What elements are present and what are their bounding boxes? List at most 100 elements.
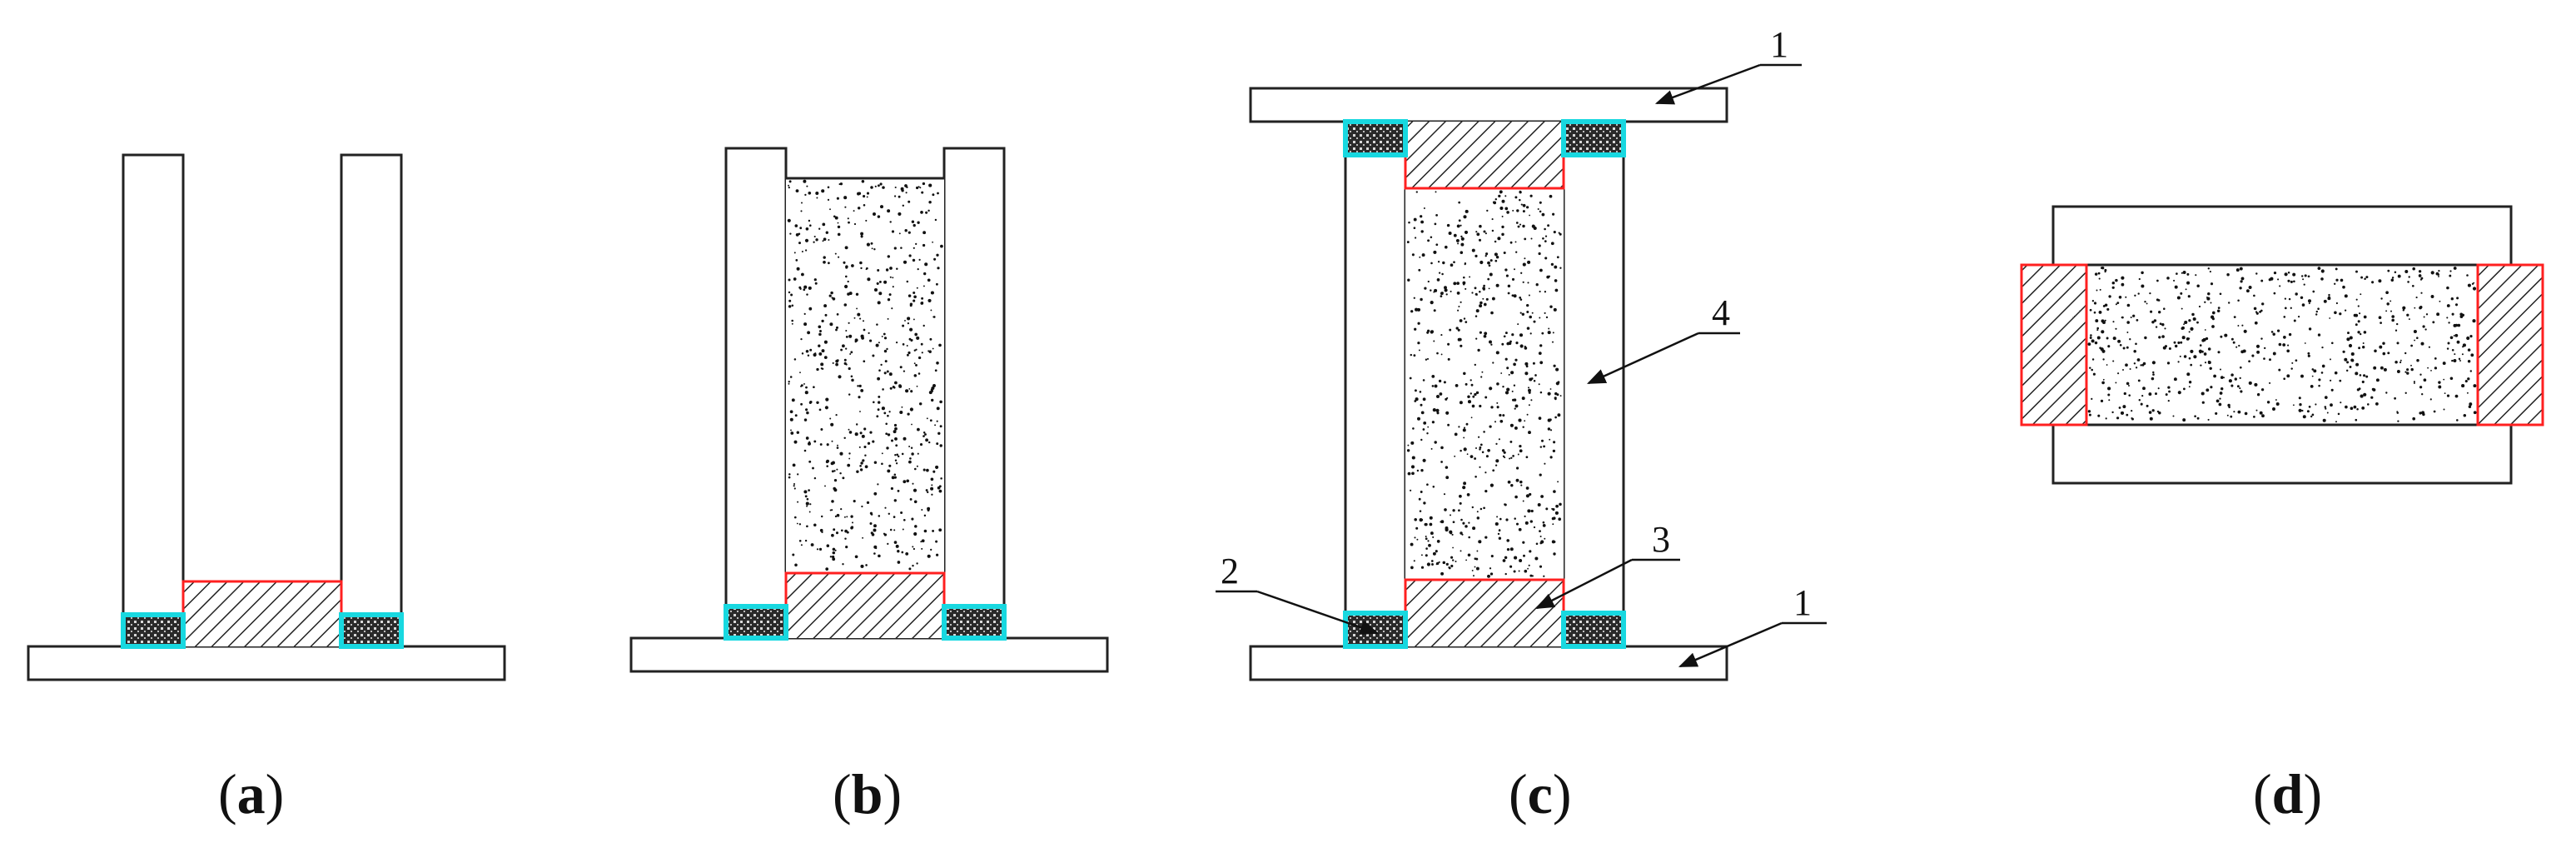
speckle-dot — [789, 410, 793, 414]
speckle-dot — [2182, 271, 2186, 274]
speckle-dot — [1445, 466, 1449, 469]
speckle-dot — [2419, 278, 2423, 281]
speckle-dot — [808, 460, 812, 463]
speckle-dot — [799, 372, 801, 374]
speckle-dot — [2183, 355, 2187, 358]
speckle-dot — [903, 370, 906, 372]
speckle-dot — [1514, 196, 1518, 199]
speckle-dot — [1443, 493, 1446, 496]
speckle-dot — [2087, 410, 2091, 413]
speckle-dot — [2151, 377, 2155, 381]
speckle-dot — [818, 344, 821, 347]
speckle-dot — [1502, 385, 1504, 388]
speckle-dot — [2239, 387, 2241, 390]
speckle-dot — [2104, 268, 2107, 272]
speckle-dot — [2434, 367, 2438, 370]
speckle-dot — [868, 332, 870, 334]
speckle-dot — [1494, 240, 1497, 243]
speckle-dot — [936, 407, 940, 411]
speckle-dot — [1435, 191, 1437, 193]
speckle-dot — [2104, 303, 2108, 307]
speckle-dot — [2266, 401, 2270, 404]
speckle-dot — [909, 457, 912, 460]
speckle-dot — [1494, 252, 1498, 257]
speckle-dot — [2201, 392, 2205, 396]
speckle-dot — [1489, 483, 1494, 487]
speckle-dot — [1416, 469, 1420, 472]
speckle-dot — [908, 254, 912, 257]
callout-number: 3 — [1652, 519, 1670, 560]
speckle-dot — [2248, 381, 2252, 385]
speckle-dot — [1409, 377, 1412, 380]
speckle-dot — [1484, 396, 1488, 399]
speckle-dot — [2449, 274, 2452, 277]
speckle-dot — [1479, 466, 1481, 468]
speckle-dot — [2133, 362, 2136, 365]
speckle-dot — [878, 395, 881, 398]
speckle-dot — [907, 412, 910, 416]
speckle-dot — [910, 446, 913, 450]
speckle-dot — [872, 354, 875, 357]
speckle-dot — [795, 189, 799, 193]
speckle-dot — [1437, 261, 1440, 263]
speckle-dot — [2307, 299, 2312, 303]
speckle-dot — [918, 258, 921, 262]
speckle-dot — [2125, 296, 2127, 298]
speckle-dot — [1450, 556, 1454, 559]
speckle-dot — [1457, 328, 1460, 332]
speckle-dot — [793, 358, 797, 361]
speckle-dot — [908, 200, 911, 203]
speckle-dot — [913, 247, 915, 249]
speckle-dot — [813, 386, 815, 389]
right-end-block — [2478, 265, 2543, 425]
speckle-dot — [1430, 301, 1434, 305]
speckle-dot — [2188, 386, 2191, 388]
speckle-dot — [804, 193, 807, 197]
speckle-dot — [915, 348, 918, 351]
speckle-dot — [1534, 374, 1537, 377]
speckle-dot — [2444, 392, 2446, 395]
speckle-dot — [2312, 290, 2315, 293]
speckle-dot — [1516, 466, 1519, 470]
speckle-dot — [894, 454, 897, 456]
speckle-dot — [1539, 290, 1541, 293]
speckle-dot — [1524, 521, 1529, 525]
speckle-dot — [922, 435, 925, 437]
speckle-dot — [2419, 386, 2423, 389]
speckle-dot — [848, 393, 851, 396]
speckle-dot — [1525, 456, 1529, 459]
speckle-dot — [863, 445, 867, 449]
speckle-dot — [1506, 342, 1509, 346]
speckle-dot — [815, 238, 818, 242]
speckle-dot — [924, 433, 927, 436]
speckle-dot — [876, 415, 879, 418]
speckle-dot — [818, 325, 822, 329]
speckle-dot — [877, 184, 880, 187]
speckle-dot — [2283, 377, 2286, 381]
speckle-dot — [2327, 296, 2331, 299]
speckle-dot — [2207, 347, 2211, 351]
speckle-dot — [2451, 349, 2454, 352]
speckle-dot — [2142, 362, 2146, 366]
speckle-dot — [831, 470, 834, 473]
speckle-dot — [936, 253, 939, 257]
speckle-dot — [2155, 392, 2157, 396]
speckle-dot — [1446, 223, 1450, 227]
speckle-dot — [904, 228, 908, 232]
speckle-dot — [2156, 279, 2159, 282]
speckle-dot — [1529, 214, 1531, 217]
speckle-dot — [1539, 446, 1543, 448]
speckle-dot — [2324, 406, 2327, 408]
speckle-dot — [2166, 277, 2170, 280]
speckle-dot — [1530, 399, 1533, 402]
speckle-dot — [853, 210, 855, 212]
speckle-dot — [2141, 284, 2145, 288]
speckle-dot — [935, 540, 938, 543]
speckle-dot — [1474, 254, 1478, 257]
speckle-dot — [1545, 316, 1549, 319]
speckle-dot — [1553, 441, 1556, 444]
speckle-dot — [2448, 322, 2450, 324]
speckle-dot — [932, 241, 934, 243]
end-block — [786, 573, 944, 638]
speckle-dot — [2132, 314, 2136, 317]
